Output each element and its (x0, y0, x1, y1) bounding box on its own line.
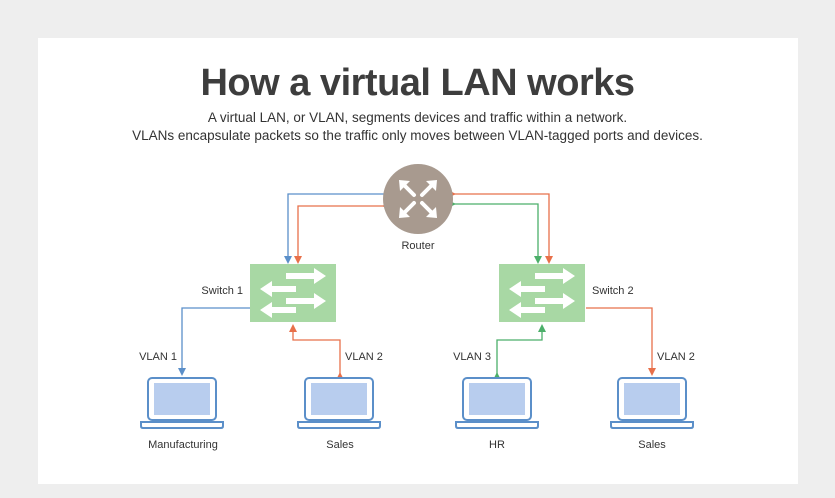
router-icon (383, 164, 453, 234)
sales1-label: Sales (326, 439, 354, 451)
switch2-label: Switch 2 (592, 285, 634, 297)
sales2-laptop-icon (610, 377, 694, 429)
hr-laptop-icon (455, 377, 539, 429)
router-label: Router (401, 240, 434, 252)
switch2-icon (499, 264, 585, 322)
switch2-downlinks (493, 307, 656, 380)
hr-vlan-label: VLAN 3 (453, 351, 491, 363)
sales1-laptop-icon (297, 377, 381, 429)
switch1-label: Switch 1 (201, 285, 243, 297)
switch1-downlinks (178, 307, 344, 380)
manufacturing-label: Manufacturing (148, 439, 218, 451)
sales2-label: Sales (638, 439, 666, 451)
sales2-vlan-label: VLAN 2 (657, 351, 695, 363)
hr-label: HR (489, 439, 505, 451)
switch1-icon (250, 264, 336, 322)
router-switch1-links (284, 190, 396, 264)
subtitle-line-1: A virtual LAN, or VLAN, segments devices… (207, 110, 628, 125)
manufacturing-vlan-label: VLAN 1 (139, 351, 177, 363)
router-switch2-links (448, 190, 553, 264)
manufacturing-laptop-icon (140, 377, 224, 429)
sales1-vlan-label: VLAN 2 (345, 351, 383, 363)
page-title: How a virtual LAN works (200, 62, 635, 104)
subtitle-line-2: VLANs encapsulate packets so the traffic… (132, 128, 703, 143)
